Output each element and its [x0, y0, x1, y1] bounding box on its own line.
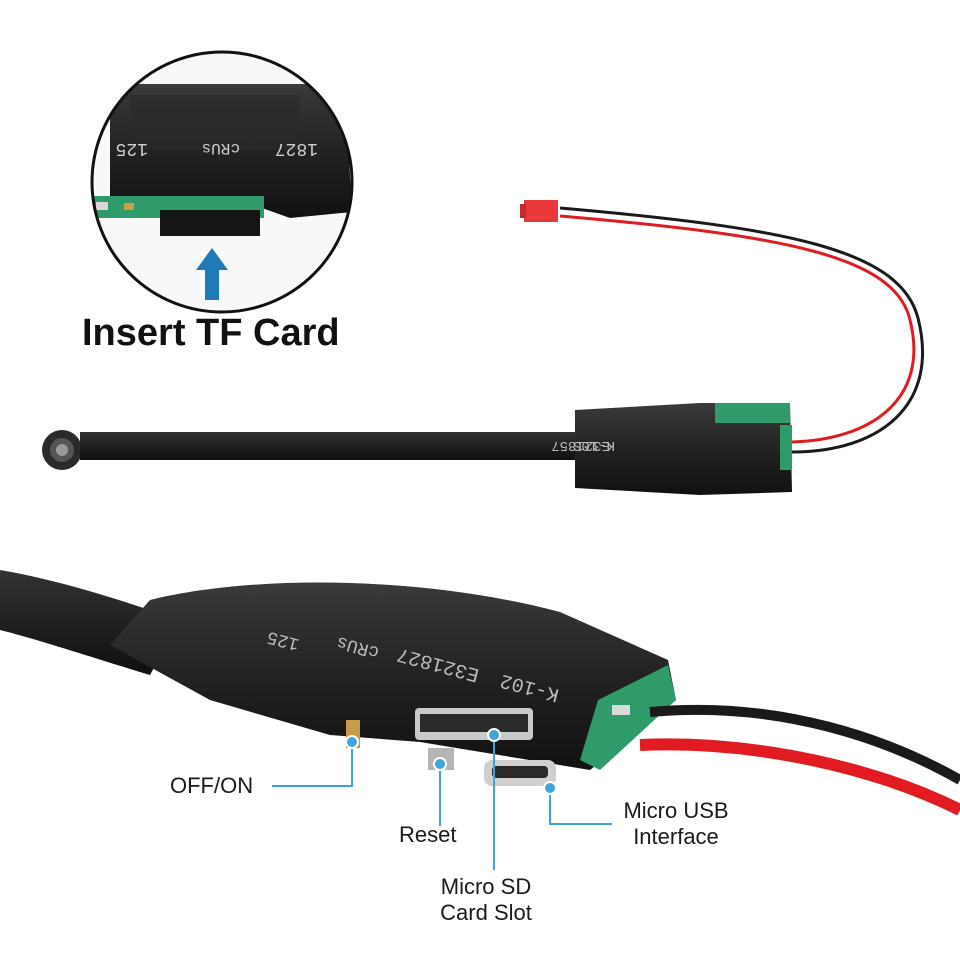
label-micro-sd-line1: Micro SD	[440, 874, 532, 899]
small-print-model: K-10S	[573, 437, 615, 453]
small-module-assembly: K-10S E321857	[42, 200, 925, 495]
label-micro-usb-line1: Micro USB	[623, 798, 729, 823]
label-reset: Reset	[399, 822, 457, 847]
small-print-serial: E321857	[551, 437, 610, 453]
camera-lens-icon	[42, 430, 82, 470]
label-micro-usb: Micro USB Interface	[614, 798, 738, 850]
page-heading: Insert TF Card	[82, 312, 340, 354]
large-wire-red	[639, 738, 960, 816]
callout-dots	[345, 728, 557, 795]
label-micro-sd: Micro SD Card Slot	[430, 874, 542, 926]
small-module-body	[575, 403, 792, 495]
zoom-tf-card	[160, 210, 260, 236]
small-wire-black	[559, 206, 925, 454]
large-wire-black	[649, 704, 960, 785]
power-connector	[524, 200, 558, 222]
zoom-print-cert: cRUs	[202, 139, 240, 157]
callout-line-off-on	[272, 742, 353, 787]
zoom-print-serial: 1827	[275, 138, 318, 158]
small-module-pcb	[715, 403, 790, 423]
insert-arrow-icon	[196, 248, 228, 300]
zoom-print-125: 125	[116, 138, 148, 158]
callout-line-micro-usb	[549, 788, 612, 825]
label-off-on: OFF/ON	[170, 773, 254, 798]
zoom-inset: 125 cRUs 1827	[90, 50, 354, 314]
small-ribbon-cable	[80, 432, 580, 460]
label-micro-usb-line2: Interface	[633, 824, 719, 849]
large-module-pcb	[580, 665, 676, 770]
callout-lines	[272, 735, 612, 870]
large-module-assembly: 125 cRUs E321827 K-102	[0, 570, 960, 816]
label-micro-sd-line2: Card Slot	[440, 900, 532, 925]
large-module-body	[110, 582, 676, 770]
small-wire-red	[559, 214, 916, 444]
